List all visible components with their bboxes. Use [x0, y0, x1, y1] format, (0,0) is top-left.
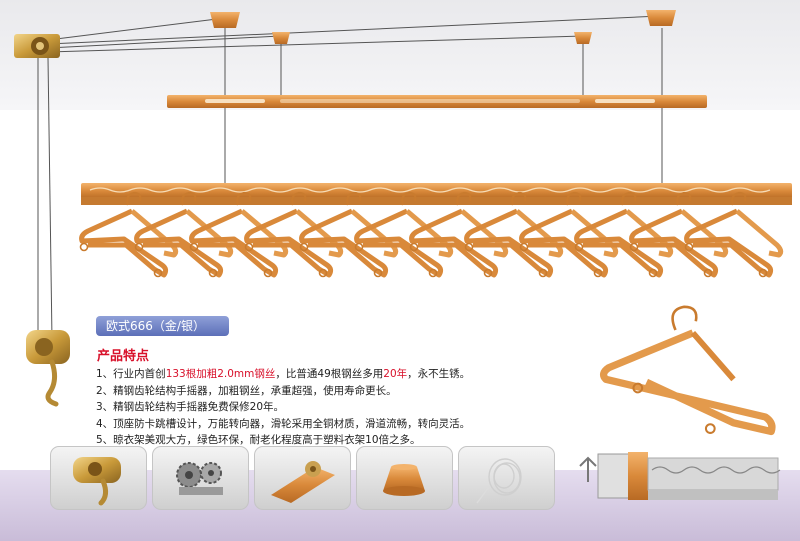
feature-item: 5、晾衣架美观大方，绿色环保，耐老化程度高于塑料衣架10倍之多。: [96, 434, 421, 446]
hand-crank: [26, 330, 70, 407]
thumb-rail-section: [578, 446, 788, 508]
feature-item: 2、精钢齿轮结构手摇器，加粗钢丝，承重超强，使用寿命更长。: [96, 384, 397, 397]
model-label: 欧式666（金/银）: [96, 316, 229, 336]
gear-assembly-icon: [176, 462, 223, 495]
lower-rail: [81, 183, 792, 205]
feature-item: 3、精钢齿轮结构手摇器免费保修20年。: [96, 401, 285, 413]
thumb-pulley-bracket: [254, 446, 351, 510]
pulley-bracket-icon: [271, 461, 335, 503]
upper-rail: [167, 95, 707, 108]
thumb-gear-assembly: [152, 446, 249, 510]
ceiling-base-icon: [383, 464, 425, 496]
hangers-row: [81, 193, 781, 277]
features-list: 1、行业内首创133根加粗2.0mm钢丝，比普通49根钢丝多用20年，永不生锈。…: [96, 366, 470, 449]
thumb-hand-crank: [50, 446, 147, 510]
features-title: 产品特点: [97, 349, 150, 364]
thumb-steel-wire: [458, 446, 555, 510]
rail-section-icon: [579, 452, 781, 500]
wall-pulley-block: [14, 34, 60, 58]
steel-wire-icon: [476, 458, 522, 504]
feature-item: 4、顶座防卡跳槽设计，万能转向器，滑轮采用全铜材质，滑道流畅，转向灵活。: [96, 417, 471, 430]
steel-wires: [37, 15, 663, 341]
hand-crank-icon: [73, 457, 121, 506]
hanger-detail: [599, 305, 776, 436]
ceiling-mounts: [210, 10, 676, 44]
thumb-ceiling-base: [356, 446, 453, 510]
feature-item: 1、行业内首创133根加粗2.0mm钢丝，比普通49根钢丝多用20年，永不生锈。: [96, 368, 471, 380]
